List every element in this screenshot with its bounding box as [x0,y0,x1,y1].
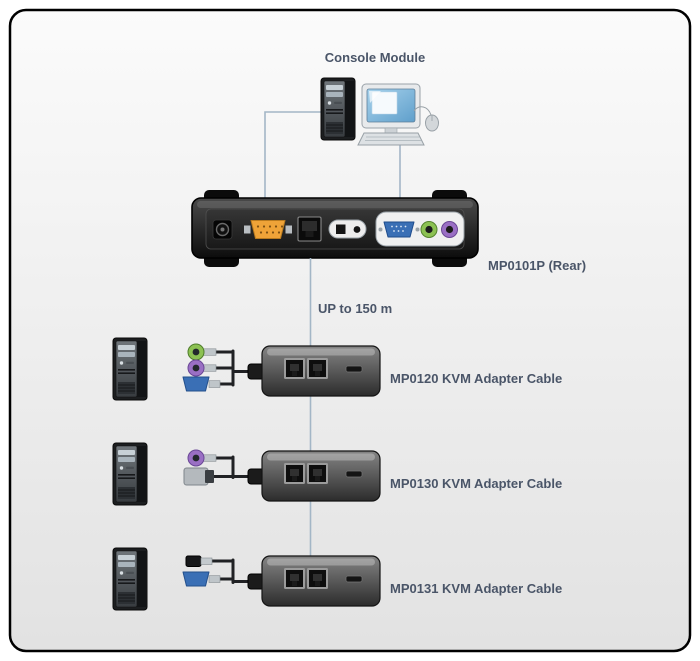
ps2-mouse-port-icon [420,221,438,238]
ps2-keyboard-plug-icon [187,449,217,467]
distance-label: UP to 150 m [318,301,392,316]
kvm-switch-device [191,190,479,267]
background-panel [8,8,692,653]
usb-plug-icon [185,555,213,567]
adapter-row-mp0131: MP0131 KVM Adapter Cable [112,547,562,611]
vga-plug-icon [182,571,221,587]
ps2-mouse-plug-icon [187,343,217,361]
adapter-row-mp0120: MP0120 KVM Adapter Cable [112,337,562,401]
adapter-label-mp0131: MP0131 KVM Adapter Cable [390,581,562,596]
keyboard-icon [357,132,425,146]
console-port-panel [375,211,465,247]
console-tower-icon [320,77,356,141]
ps2-keyboard-port-icon [441,221,458,238]
vga-port-icon [378,221,420,238]
computer-tower-icon [112,337,148,401]
kvm-adapter-icon [247,450,381,502]
adapter-row-mp0130: MP0130 KVM Adapter Cable [112,442,562,506]
kvm-adapter-icon [247,555,381,607]
console-module-label: Console Module [325,50,425,65]
mouse-icon [413,106,439,132]
aux-port-module [328,219,367,239]
sphd-plug-icon [183,467,214,486]
ps2-keyboard-plug-icon [187,359,217,377]
rj45-port-icon [297,216,322,242]
computer-tower-icon [112,442,148,506]
kvm-adapter-icon [247,345,381,397]
adapter-label-mp0120: MP0120 KVM Adapter Cable [390,371,562,386]
adapter-label-mp0130: MP0130 KVM Adapter Cable [390,476,562,491]
serial-port-icon [244,220,292,239]
power-jack-icon [212,219,233,240]
device-label: MP0101P (Rear) [488,258,586,273]
computer-tower-icon [112,547,148,611]
vga-plug-icon [182,376,221,392]
console-left-wire [264,111,321,199]
monitor-icon [361,83,421,134]
